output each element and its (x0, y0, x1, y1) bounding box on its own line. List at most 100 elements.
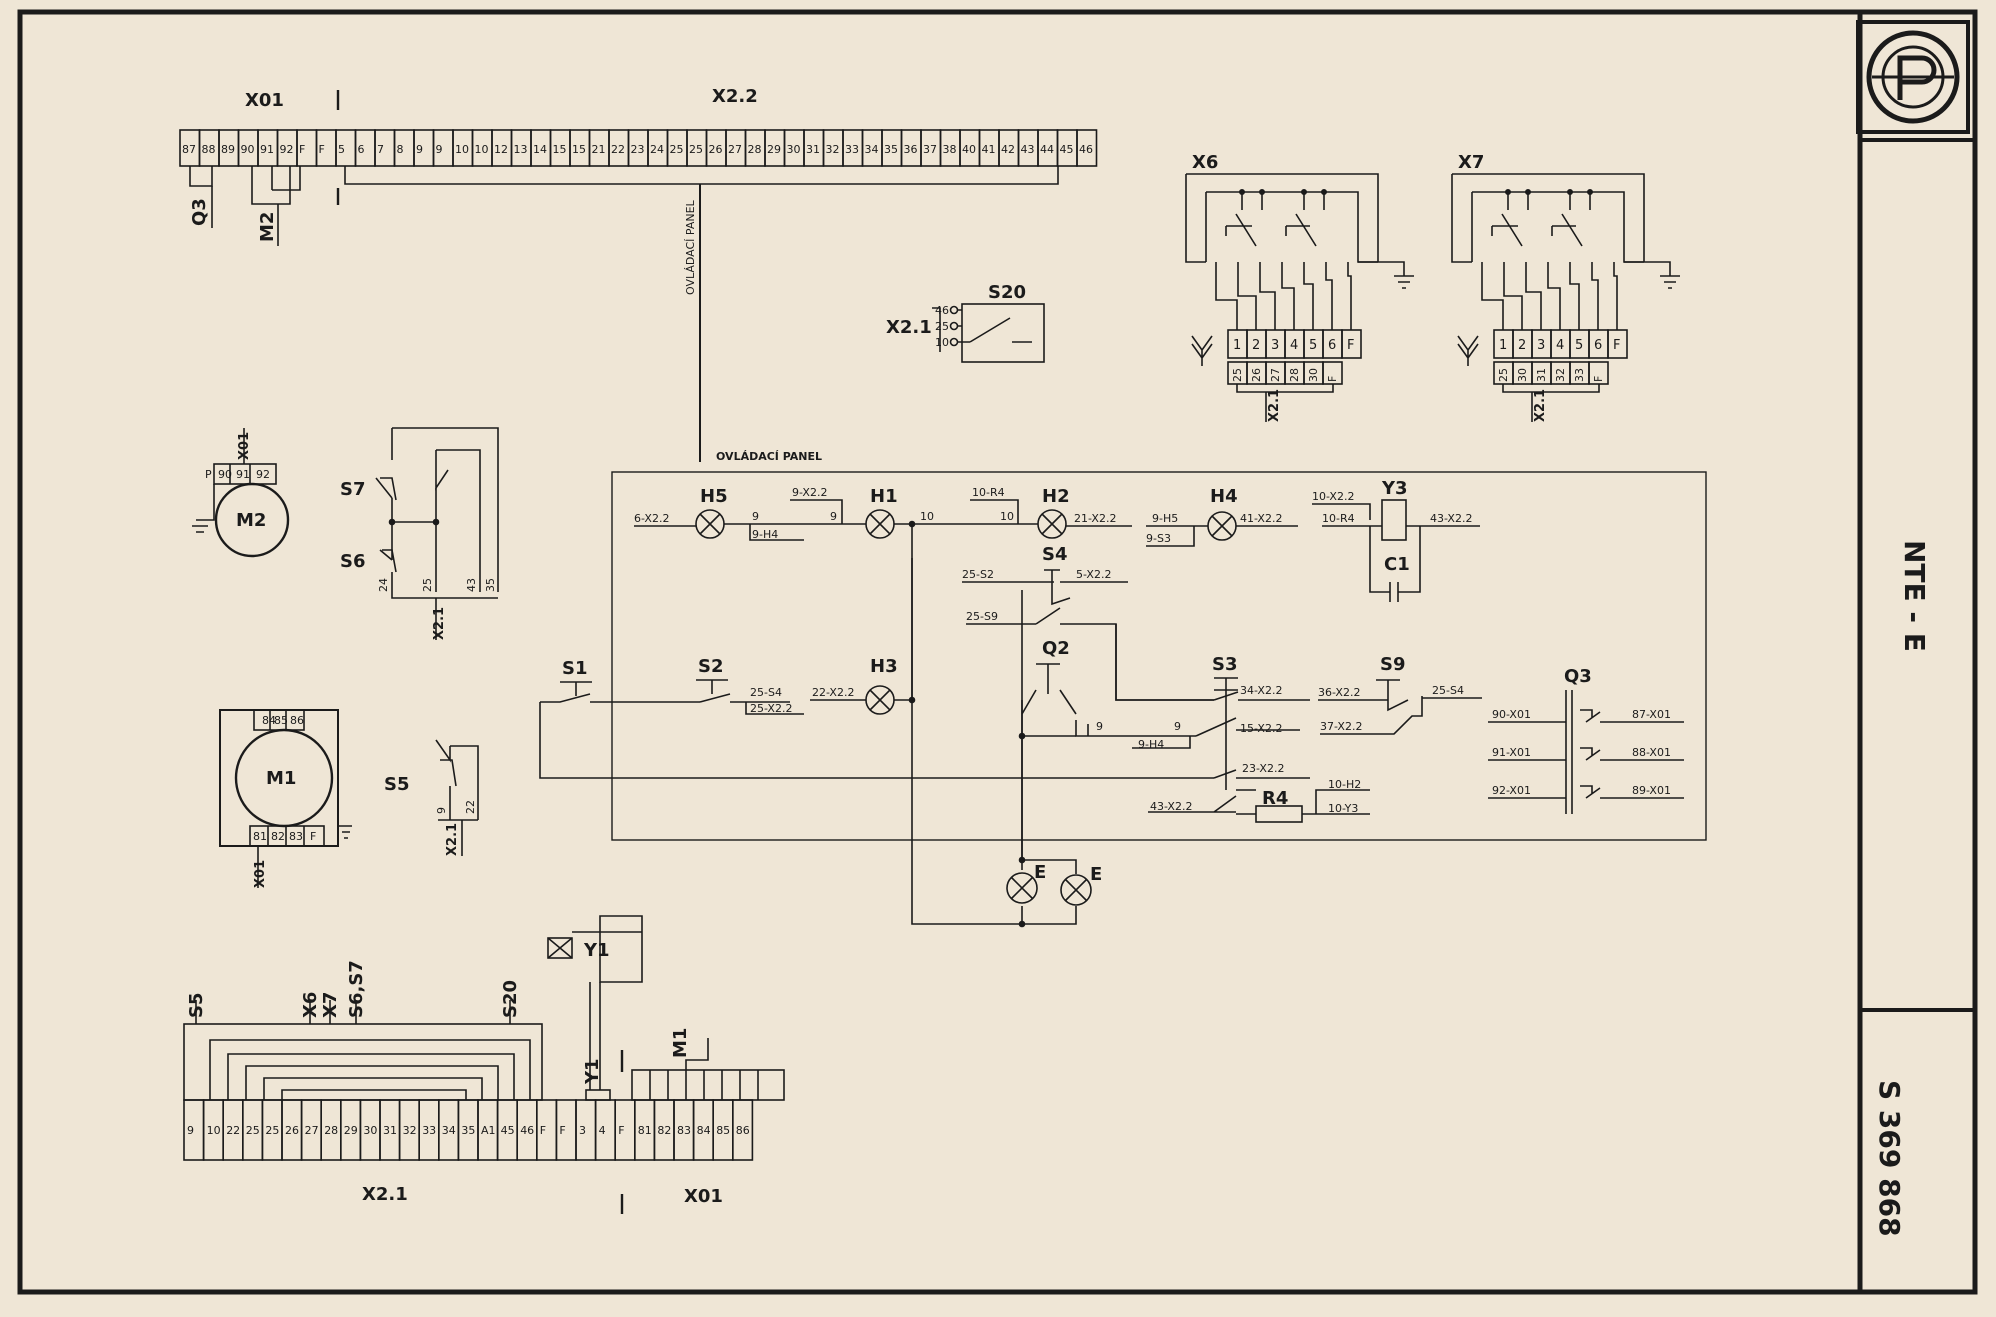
h2-right: 21-X2.2 (1074, 512, 1116, 525)
bottom-x01-number: 4 (599, 1124, 606, 1137)
harness-tap-label: X7 (320, 992, 341, 1018)
outer-frame (17, 9, 1978, 1295)
top-terminal-number: 38 (943, 143, 957, 156)
x6-wire (1237, 262, 1257, 330)
bottom-x21-number: 10 (207, 1124, 221, 1137)
top-terminal-number: 12 (494, 143, 508, 156)
x22-label: X2.2 (712, 86, 758, 107)
top-terminal-number: 46 (1079, 143, 1093, 156)
x6-switch-contacts (1225, 213, 1317, 247)
wire (1236, 789, 1370, 815)
c1-label: C1 (1384, 554, 1410, 575)
m2-tap: M2 (251, 166, 301, 246)
top-terminal-number: 42 (1001, 143, 1015, 156)
s20-switch: S20 46 25 10 X2.1 (886, 282, 1045, 363)
x6-wire (1303, 262, 1314, 330)
junction (1259, 189, 1266, 196)
x7-wire (1547, 262, 1561, 330)
m1-bottom-pin: F (310, 830, 316, 843)
q2-node: 9 (1096, 720, 1103, 733)
q2-contacts (1021, 663, 1077, 715)
s20-conn: X2.1 (886, 317, 932, 338)
x6-terminal-number: 6 (1328, 338, 1336, 353)
h4-l2: 9-S3 (1146, 532, 1171, 545)
y1-tap-block (585, 1089, 611, 1101)
s4-label: S4 (1042, 544, 1068, 565)
h1-above: 9-X2.2 (792, 486, 827, 499)
top-terminal-number: 90 (241, 143, 255, 156)
harness-wire (281, 1089, 467, 1100)
top-terminal-number: 32 (826, 143, 840, 156)
y1-valve: Y1 Y1 (547, 915, 643, 1090)
m1-top-pin: 84 (262, 714, 276, 727)
e-lamp-label: E (1034, 862, 1046, 883)
h5-left: 6-X2.2 (634, 512, 669, 525)
m1-bottom-pin: 82 (271, 830, 285, 843)
s5-switch: S5 9 22 X2.1 (384, 739, 479, 856)
top-terminal-number: 40 (962, 143, 976, 156)
top-terminal-number: 44 (1040, 143, 1054, 156)
x6-wire (1347, 262, 1352, 330)
x7-terminal-number: 4 (1556, 338, 1564, 353)
m2-conn: X01 (237, 432, 252, 460)
x7-earth-icon (1457, 335, 1479, 366)
wire (539, 702, 1214, 779)
top-terminal-number: 15 (572, 143, 586, 156)
s2-r2: 25-X2.2 (750, 702, 792, 715)
x7-wire (1503, 262, 1523, 330)
wire (1146, 525, 1208, 547)
h5-label: H5 (700, 486, 728, 507)
x7-wire-number: 25 (1497, 368, 1510, 382)
bottom-x21-number: A1 (481, 1124, 496, 1137)
s3-r2: 15-X2.2 (1240, 722, 1282, 735)
junction (1301, 189, 1308, 196)
harness-tap-label: S6,S7 (346, 960, 367, 1018)
top-terminal-number: 9 (436, 143, 443, 156)
h2-above: 10-R4 (972, 486, 1005, 499)
control-panel-box (611, 471, 1707, 841)
s1-label: S1 (562, 658, 588, 679)
s1-button (540, 681, 700, 703)
m2-pin: 90 (218, 468, 232, 481)
top-terminal-number: 88 (202, 143, 216, 156)
s5-wire: 22 (464, 800, 477, 814)
bottom-x01-number: 3 (579, 1124, 586, 1137)
wire (1132, 736, 1191, 749)
y3-l2: 10-R4 (1322, 512, 1355, 525)
x6-terminal-number: 5 (1309, 338, 1317, 353)
top-terminal-number: 26 (709, 143, 723, 156)
x6-wire (1259, 262, 1276, 330)
m1-conn: X01 (253, 860, 268, 888)
x7-frame (1451, 173, 1645, 263)
s2-r1: 25-S4 (750, 686, 782, 699)
s6-conn: X2.1 (432, 607, 447, 640)
q3-pole (1580, 785, 1612, 799)
x7-conn: X2.1 (1533, 389, 1548, 422)
bottom-x21-number: 26 (285, 1124, 299, 1137)
x7-ground (1624, 261, 1680, 289)
x7-switch-contacts (1491, 213, 1583, 247)
top-terminal-number: 8 (397, 143, 404, 156)
bottom-x21-number: 34 (442, 1124, 456, 1137)
bottom-x21-number: 33 (422, 1124, 436, 1137)
bottom-x21-number: 31 (383, 1124, 397, 1137)
x7-terminal-number: 6 (1594, 338, 1602, 353)
bottom-x01-number: 82 (657, 1124, 671, 1137)
x6-terminal-number: 2 (1252, 338, 1260, 353)
h4-label: H4 (1210, 486, 1238, 507)
q3-left: 92-X01 (1492, 784, 1531, 797)
bottom-x21-number: F (540, 1124, 546, 1137)
top-terminal-number: 6 (358, 143, 365, 156)
drawing-number: S 369 868 (1873, 1080, 1906, 1237)
top-terminal-number: 25 (670, 143, 684, 156)
x6-terminal-number: 3 (1271, 338, 1279, 353)
bottom-x21-number: 30 (363, 1124, 377, 1137)
s6-label: S6 (340, 551, 366, 572)
x7-terminal-number: 5 (1575, 338, 1583, 353)
q2-below: 9-H4 (1138, 738, 1164, 751)
bottom-x21-number: 25 (265, 1124, 279, 1137)
